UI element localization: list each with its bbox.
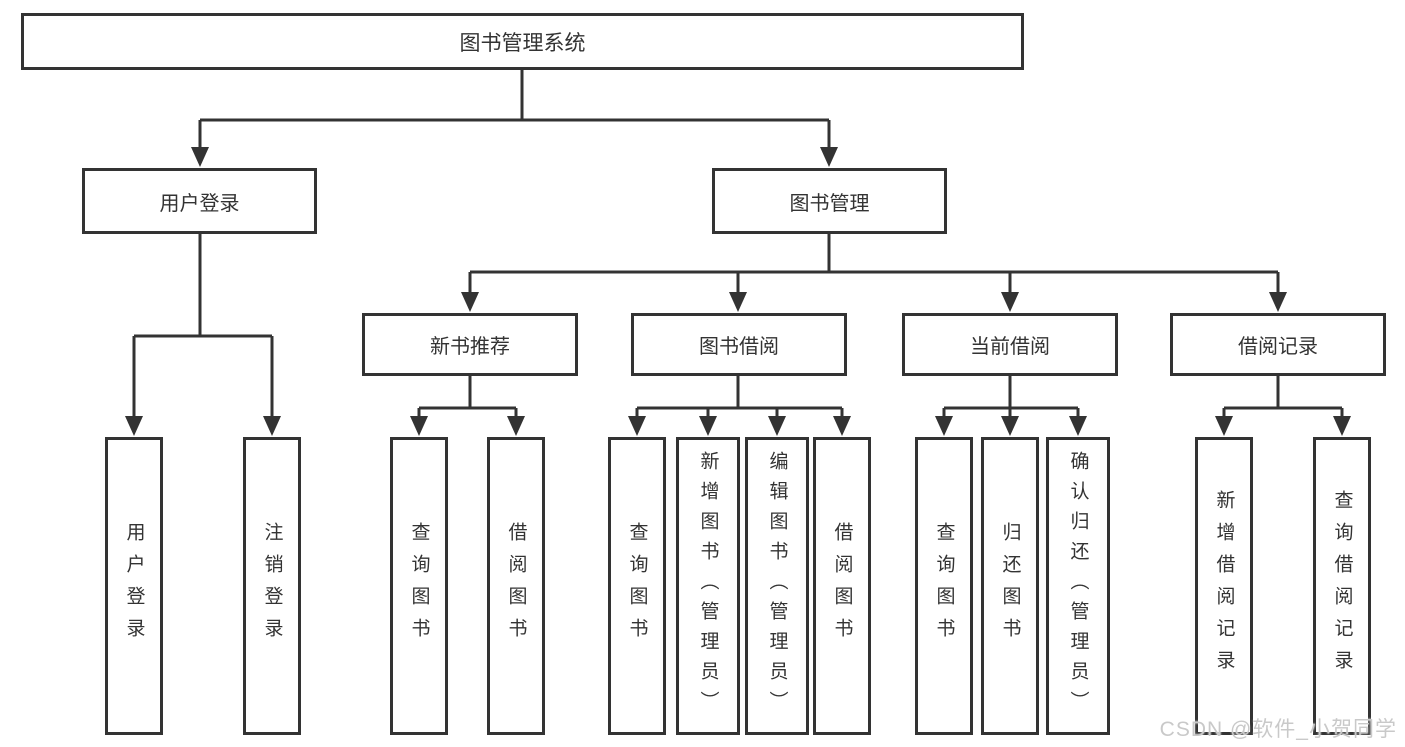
arrow-icon — [1001, 416, 1019, 436]
arrow-icon — [820, 147, 838, 167]
connector-records-children — [1215, 376, 1351, 436]
arrow-icon — [628, 416, 646, 436]
leaf-current-confirm-return-admin: 确认归还（管理员） — [1046, 437, 1110, 735]
node-book-borrow: 图书借阅 — [631, 313, 847, 376]
node-label: 当前借阅 — [970, 336, 1050, 358]
node-system-root: 图书管理系统 — [21, 13, 1024, 70]
leaf-label: 新增借阅记录 — [1213, 490, 1235, 682]
arrow-icon — [699, 416, 717, 436]
arrow-icon — [507, 416, 525, 436]
leaf-borrow-add-books-admin: 新增图书（管理员） — [676, 437, 740, 735]
leaf-label: 借阅图书 — [831, 522, 853, 650]
connector-book-management-children — [461, 234, 1287, 312]
arrow-icon — [125, 416, 143, 436]
connector-root-to-level2 — [191, 69, 838, 167]
arrow-icon — [1069, 416, 1087, 436]
leaf-label: 查询图书 — [408, 522, 430, 650]
connector-borrow-children — [628, 376, 851, 436]
arrow-icon — [1269, 292, 1287, 312]
csdn-watermark: CSDN @软件_小贺同学 — [1159, 718, 1397, 741]
arrow-icon — [410, 416, 428, 436]
arrow-icon — [768, 416, 786, 436]
leaf-borrow-borrow-books: 借阅图书 — [813, 437, 871, 735]
leaf-label: 新增图书（管理员） — [697, 451, 719, 721]
leaf-recommend-borrow-books: 借阅图书 — [487, 437, 545, 735]
node-borrow-records: 借阅记录 — [1170, 313, 1386, 376]
leaf-current-query-books: 查询图书 — [915, 437, 973, 735]
leaf-label: 借阅图书 — [505, 522, 527, 650]
connector-current-children — [935, 376, 1087, 436]
node-user-login: 用户登录 — [82, 168, 317, 234]
leaf-label: 归还图书 — [999, 522, 1021, 650]
node-current-borrow: 当前借阅 — [902, 313, 1118, 376]
leaf-records-query-record: 查询借阅记录 — [1313, 437, 1371, 735]
node-label: 图书借阅 — [699, 336, 779, 358]
arrow-icon — [833, 416, 851, 436]
arrow-icon — [1333, 416, 1351, 436]
arrow-icon — [461, 292, 479, 312]
leaf-borrow-edit-books-admin: 编辑图书（管理员） — [745, 437, 809, 735]
leaf-label: 查询借阅记录 — [1331, 490, 1353, 682]
leaf-label: 查询图书 — [626, 522, 648, 650]
leaf-current-return-books: 归还图书 — [981, 437, 1039, 735]
leaf-label: 查询图书 — [933, 522, 955, 650]
connector-user-login-children — [125, 234, 281, 436]
node-new-book-recommend: 新书推荐 — [362, 313, 578, 376]
node-book-management: 图书管理 — [712, 168, 947, 234]
arrow-icon — [935, 416, 953, 436]
arrow-icon — [191, 147, 209, 167]
node-label: 用户登录 — [159, 192, 240, 215]
leaf-records-add-record: 新增借阅记录 — [1195, 437, 1253, 735]
node-label: 图书管理系统 — [459, 31, 586, 55]
leaf-borrow-query-books: 查询图书 — [608, 437, 666, 735]
leaf-label: 编辑图书（管理员） — [766, 451, 788, 721]
arrow-icon — [1215, 416, 1233, 436]
arrow-icon — [1001, 292, 1019, 312]
node-label: 新书推荐 — [430, 336, 510, 358]
leaf-label: 确认归还（管理员） — [1067, 451, 1089, 721]
node-label: 图书管理 — [789, 192, 870, 215]
arrow-icon — [263, 416, 281, 436]
leaf-user-login: 用户登录 — [105, 437, 163, 735]
arrow-icon — [729, 292, 747, 312]
leaf-label: 注销登录 — [261, 522, 283, 650]
leaf-label: 用户登录 — [123, 522, 145, 650]
leaf-logout: 注销登录 — [243, 437, 301, 735]
leaf-recommend-query-books: 查询图书 — [390, 437, 448, 735]
node-label: 借阅记录 — [1238, 336, 1318, 358]
connector-recommend-children — [410, 376, 525, 436]
